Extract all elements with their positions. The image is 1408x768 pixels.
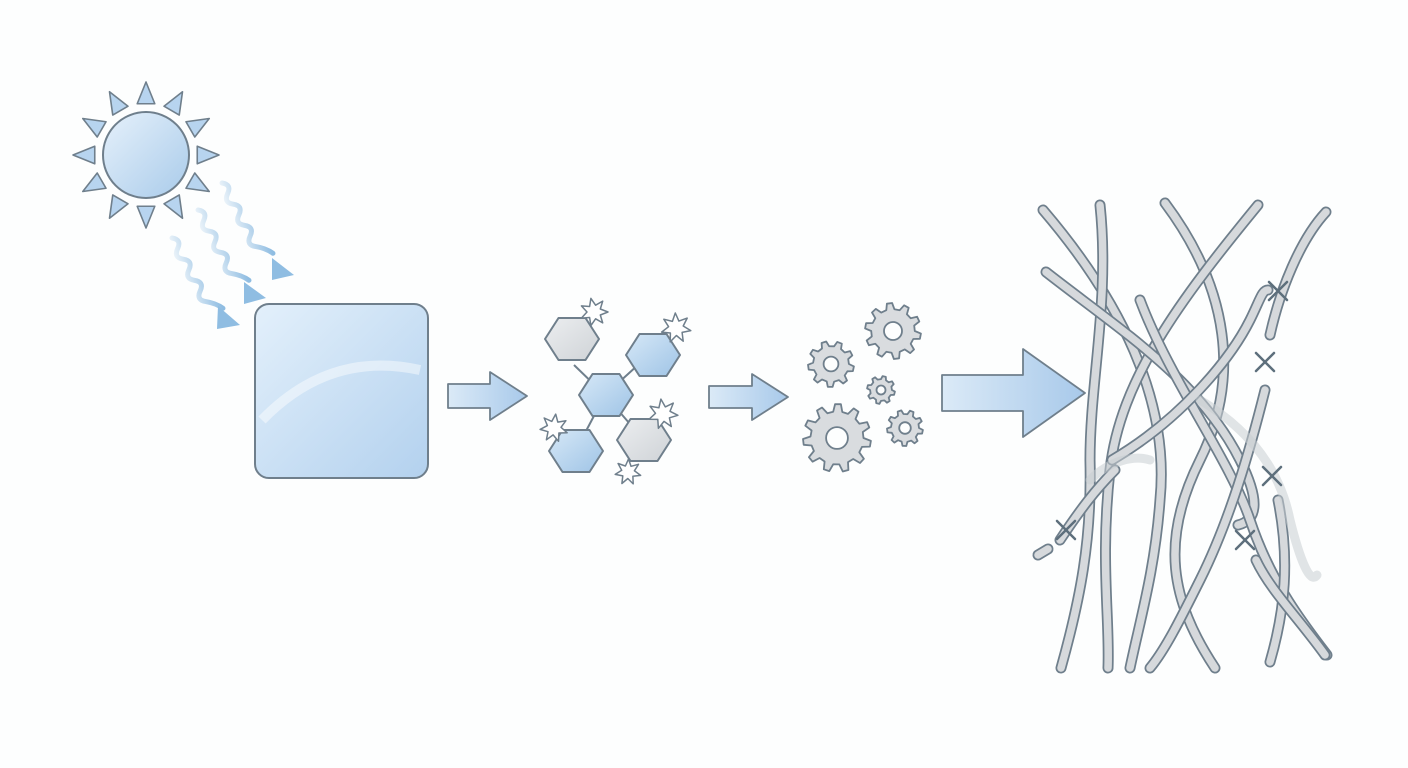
gear-hub: [875, 384, 887, 396]
square-sheet-icon: [254, 303, 429, 479]
sun-icon: [72, 81, 220, 229]
damage-burst: [580, 297, 609, 327]
arrow-3: [941, 348, 1086, 438]
gear-hub: [825, 426, 849, 450]
fiber: [1266, 496, 1289, 666]
fiber: [1108, 286, 1272, 464]
arrow-1: [447, 371, 528, 421]
x-mark-icon: [1267, 280, 1289, 302]
faded-fiber: [1195, 395, 1322, 582]
sun-ray: [185, 172, 211, 193]
sun-ray: [108, 90, 129, 116]
hexagon-molecule: [616, 418, 672, 462]
fiber: [1266, 208, 1330, 339]
sun-ray: [185, 117, 211, 138]
damage-burst: [648, 398, 679, 430]
sun-ray: [81, 172, 107, 193]
damage-burst: [539, 413, 568, 443]
hexagon-molecule: [578, 373, 634, 417]
sun-ray: [81, 117, 107, 138]
hexagon-molecule: [625, 333, 681, 377]
sun-ray: [163, 90, 184, 116]
sun-ray: [136, 81, 156, 105]
damage-burst: [614, 458, 642, 485]
sun-ray: [196, 145, 220, 165]
fiber: [1034, 545, 1052, 559]
x-mark-icon: [1055, 519, 1077, 541]
tangled-fibers-icon: [1032, 197, 1333, 674]
wavy-rays-icon: [169, 180, 294, 329]
gears-icon: [802, 302, 924, 473]
faded-fiber: [1085, 453, 1155, 485]
x-mark-icon: [1261, 465, 1283, 487]
x-mark-icon: [1055, 280, 1289, 551]
gear-hub: [898, 421, 912, 435]
gear-hub: [822, 355, 840, 373]
fiber: [1042, 268, 1258, 529]
x-mark-icon: [1234, 529, 1256, 551]
hexagon-molecules-icon: [539, 297, 692, 485]
sun-ray: [163, 194, 184, 220]
fiber: [1057, 201, 1107, 672]
damage-burst: [660, 312, 692, 343]
fiber: [1252, 556, 1329, 659]
arrow-2: [708, 373, 789, 421]
sun-ray: [108, 194, 129, 220]
hexagon-molecule: [548, 429, 604, 473]
sun-ray: [72, 145, 96, 165]
x-mark-icon: [1254, 351, 1276, 373]
gear-hub: [883, 321, 903, 341]
sun-ray: [136, 205, 156, 229]
